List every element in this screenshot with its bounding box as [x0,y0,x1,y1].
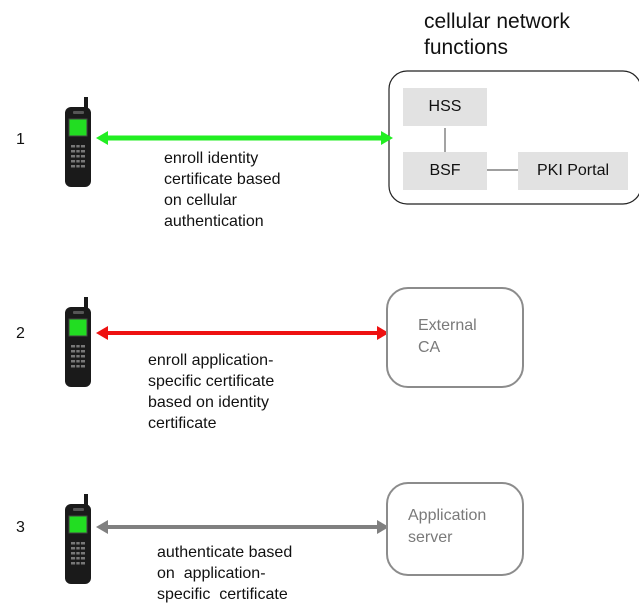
step-number-3: 3 [16,519,25,536]
arrow-step-1 [96,131,393,145]
bsf-box: BSF [403,152,487,190]
application-server-label: Application server [408,507,487,546]
external-ca-label: External CA [418,317,477,356]
external-ca-box [386,287,524,388]
hss-label: HSS [428,98,462,115]
arrow-step-3 [96,520,389,534]
step-3-description: authenticate based on application- speci… [157,544,293,603]
application-server-box [386,482,524,576]
step-2-description: enroll application- specific certificate… [148,352,275,432]
pki-portal-box: PKI Portal [518,152,628,190]
pki-portal-label: PKI Portal [536,162,610,179]
step-1-description: enroll identity certificate based on cel… [164,150,281,230]
arrow-step-2 [96,326,389,340]
mobile-phone-icon [64,493,92,585]
step-number-2: 2 [16,325,25,342]
step-number-1: 1 [16,131,25,148]
bsf-label: BSF [429,162,461,179]
network-functions-title: cellular network functions [424,10,570,59]
hss-box: HSS [403,88,487,126]
mobile-phone-icon [64,296,92,388]
mobile-phone-icon [64,96,92,188]
